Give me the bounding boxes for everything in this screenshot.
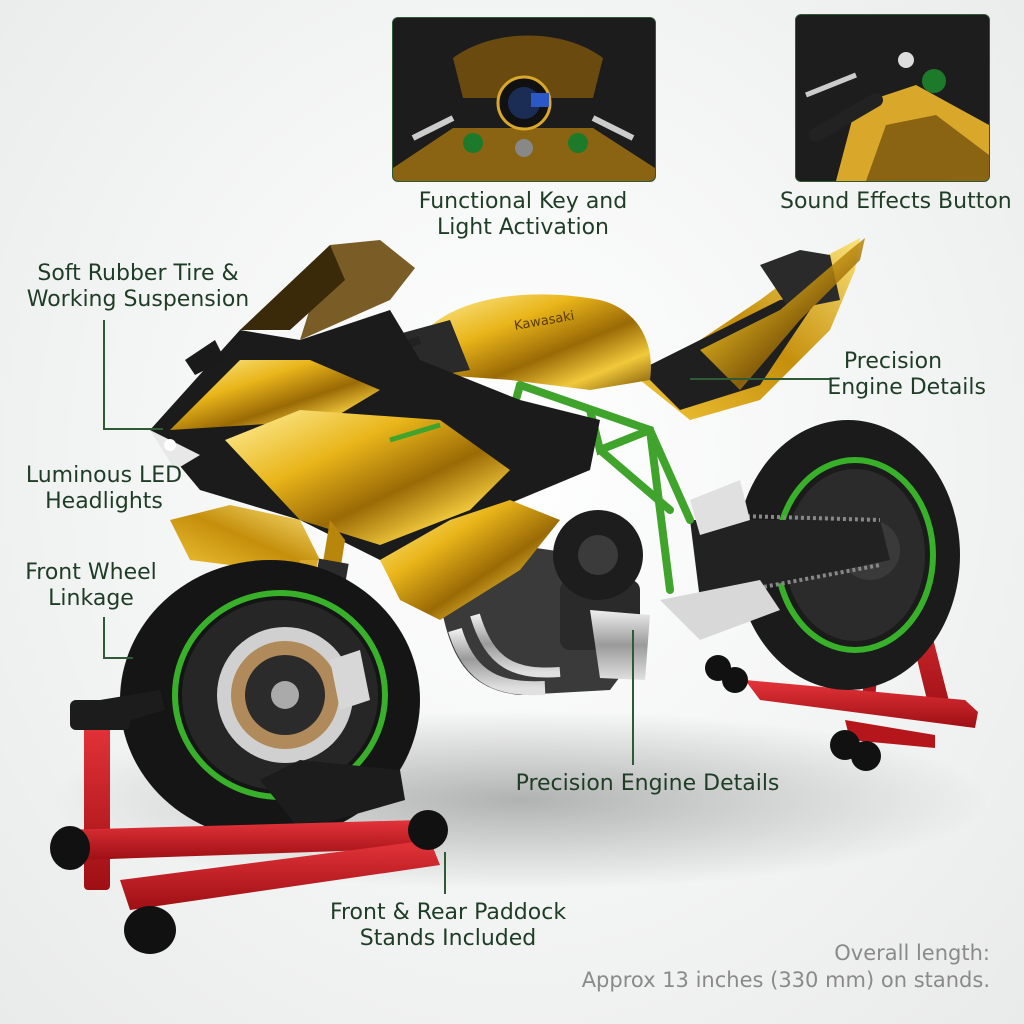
dashboard-photo (393, 18, 655, 181)
callout-led-headlights: Luminous LED Headlights (25, 463, 183, 514)
tail-section (640, 238, 865, 420)
leader-line-precision-bottom (632, 630, 634, 765)
leader-line-precision-top (690, 378, 830, 380)
leader-line-front-wheel-horizontal (103, 657, 133, 659)
callout-paddock-stands: Front & Rear Paddock Stands Included (329, 900, 567, 951)
fuel-tank: Kawasaki (415, 294, 651, 390)
callout-precision-engine-top: Precision Engine Details (827, 349, 986, 400)
front-fairing (150, 240, 600, 620)
callout-tire-suspension: Soft Rubber Tire & Working Suspension (26, 261, 250, 312)
leader-line-tire (103, 320, 105, 430)
callout-sound-button: Sound Effects Button (780, 189, 1012, 214)
callout-functional-key: Functional Key and Light Activation (418, 189, 628, 240)
sound-button-photo (796, 15, 989, 181)
sound-button-detail-inset (795, 14, 990, 182)
overall-length-note: Overall length: Approx 13 inches (330 mm… (581, 941, 990, 992)
front-paddock-stand (50, 690, 448, 954)
rear-paddock-stand (705, 565, 978, 771)
callout-precision-engine-bottom: Precision Engine Details (515, 771, 780, 796)
callout-front-wheel-linkage: Front Wheel Linkage (25, 560, 157, 611)
front-wheel (120, 560, 420, 840)
dashboard-detail-inset (392, 17, 656, 182)
leader-line-front-wheel (103, 617, 105, 659)
leader-line-paddock (444, 852, 446, 894)
leader-line-tire-horizontal (103, 428, 163, 430)
